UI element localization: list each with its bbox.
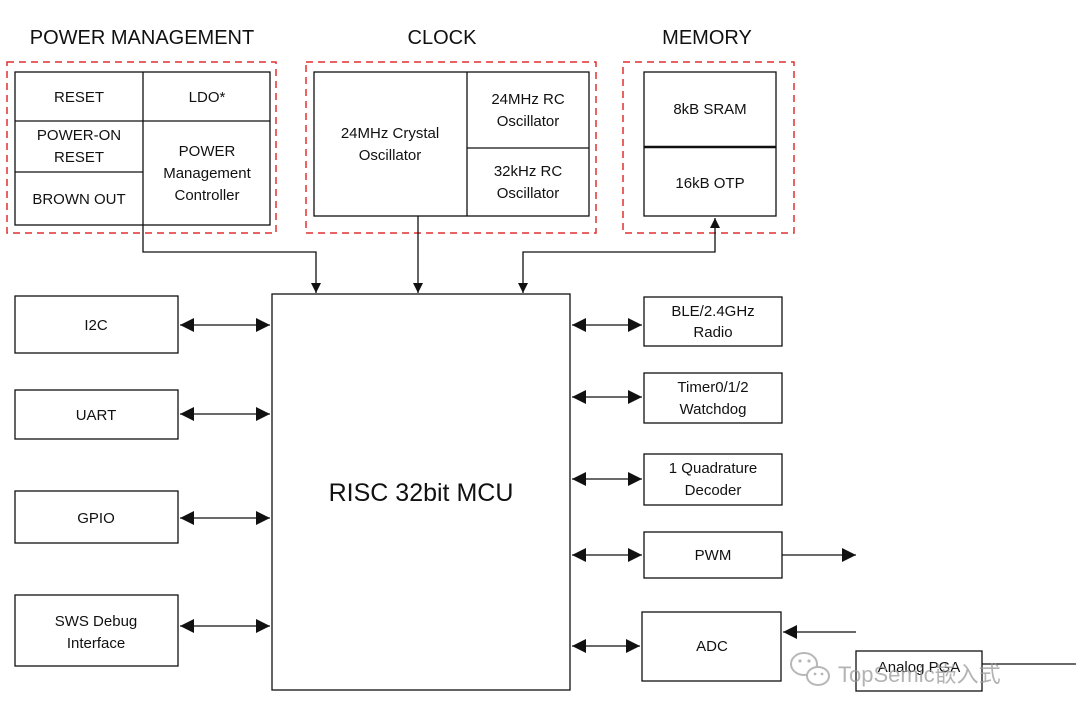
sws-debug-block bbox=[14, 594, 179, 667]
ldo-label: LDO* bbox=[189, 89, 226, 106]
brown-out-label: BROWN OUT bbox=[32, 191, 125, 208]
power-management-group: RESET LDO* POWER-ON RESET BROWN OUT POWE… bbox=[6, 61, 277, 234]
power-controller-line1: POWER bbox=[179, 143, 236, 160]
timer-line1: Timer0/1/2 bbox=[677, 379, 748, 396]
sws-debug-line1: SWS Debug bbox=[55, 613, 138, 630]
rc32-oscillator-line2: Oscillator bbox=[497, 185, 560, 202]
mcu-label: RISC 32bit MCU bbox=[329, 479, 514, 507]
timer-line2: Watchdog bbox=[680, 401, 747, 418]
clock-block bbox=[313, 71, 590, 217]
uart-block bbox=[14, 389, 179, 440]
wechat-icon bbox=[790, 652, 830, 686]
power-controller-line2: Management bbox=[163, 165, 251, 182]
ble-radio-line2: Radio bbox=[693, 324, 732, 341]
clock-title: CLOCK bbox=[408, 27, 478, 49]
power-to-mcu-arrow bbox=[142, 225, 321, 293]
sram-label: 8kB SRAM bbox=[673, 101, 746, 118]
power-management-boundary bbox=[6, 61, 277, 234]
ble-radio-block bbox=[643, 296, 783, 347]
clock-group: 24MHz Crystal Oscillator 24MHz RC Oscill… bbox=[305, 61, 597, 234]
ble-radio-line1: BLE/2.4GHz bbox=[671, 303, 754, 320]
sws-debug-line2: Interface bbox=[67, 635, 125, 652]
analog-pga-block bbox=[855, 650, 983, 692]
power-on-reset-line1: POWER-ON bbox=[37, 127, 121, 144]
pwm-block bbox=[643, 531, 783, 579]
memory-title: MEMORY bbox=[662, 27, 752, 49]
i2c-block bbox=[14, 295, 179, 354]
crystal-oscillator-line2: Oscillator bbox=[359, 147, 422, 164]
rc32-oscillator-line1: 32kHz RC bbox=[494, 163, 563, 180]
adc-label: ADC bbox=[696, 638, 728, 655]
i2c-label: I2C bbox=[84, 317, 108, 334]
quadrature-decoder-block bbox=[643, 453, 783, 506]
otp-label: 16kB OTP bbox=[675, 175, 744, 192]
memory-block bbox=[643, 71, 777, 217]
crystal-oscillator-line1: 24MHz Crystal bbox=[341, 125, 439, 142]
mcu-block bbox=[271, 293, 571, 691]
gpio-block bbox=[14, 490, 179, 544]
rc24-oscillator-line1: 24MHz RC bbox=[491, 91, 565, 108]
quadrature-line1: 1 Quadrature bbox=[669, 460, 757, 477]
clock-boundary bbox=[305, 61, 597, 234]
timer-block bbox=[643, 372, 783, 424]
reset-label: RESET bbox=[54, 89, 104, 106]
power-on-reset-line2: RESET bbox=[54, 149, 104, 166]
pwm-label: PWM bbox=[695, 547, 732, 564]
quadrature-line2: Decoder bbox=[685, 482, 742, 499]
rc24-oscillator-line2: Oscillator bbox=[497, 113, 560, 130]
adc-block bbox=[641, 611, 782, 682]
memory-group: 8kB SRAM 16kB OTP bbox=[622, 61, 795, 234]
analog-pga-label: Analog PGA bbox=[878, 659, 961, 676]
gpio-label: GPIO bbox=[77, 510, 115, 527]
memory-boundary bbox=[622, 61, 795, 234]
power-management-title: POWER MANAGEMENT bbox=[30, 27, 254, 49]
memory-mcu-arrow bbox=[518, 218, 720, 293]
uart-label: UART bbox=[76, 407, 117, 424]
power-controller-line3: Controller bbox=[174, 187, 239, 204]
watermark-text: TopSemic嵌入式 bbox=[838, 662, 1001, 687]
